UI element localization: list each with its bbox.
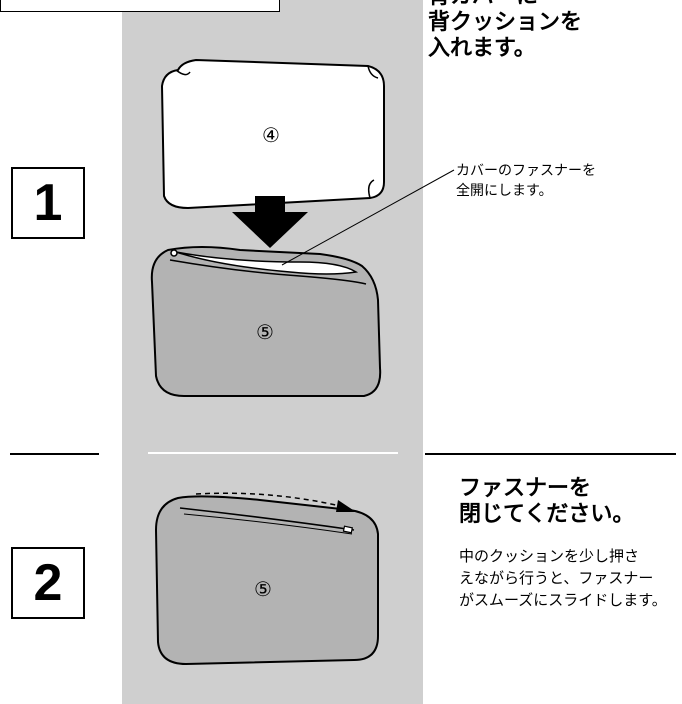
- zipper-direction-arrow-icon: [195, 492, 356, 512]
- zipper-callout-line: [281, 169, 455, 266]
- step-1-number: 1: [11, 167, 85, 239]
- header-box: [0, 0, 280, 12]
- divider-right: [425, 453, 676, 455]
- step-2-note-line-1: 中のクッションを少し押さ: [459, 547, 640, 565]
- step-1-note-line-2: 全開にします。: [456, 183, 553, 199]
- step-2-heading-line-1: ファスナーを: [459, 476, 592, 501]
- back-cushion-drawing: ④: [160, 58, 385, 210]
- open-cover-drawing: ⑤: [150, 246, 382, 397]
- insert-arrow-icon: [232, 196, 308, 248]
- step-1-heading: 背カバーに 背クッションを 入れます。: [428, 0, 582, 62]
- step-1-label: 1: [33, 174, 63, 232]
- cover-marker-top: ⑤: [256, 320, 274, 344]
- step-2-heading: ファスナーを 閉じてください。: [459, 476, 634, 528]
- step-1-heading-line-2: 背クッションを: [428, 10, 583, 35]
- step-1-heading-line-3: 入れます。: [428, 36, 536, 61]
- divider-left: [10, 453, 99, 455]
- cover-marker-bottom: ⑤: [254, 577, 272, 601]
- divider-middle: [148, 452, 398, 454]
- step-1-heading-line-1: 背カバーに: [428, 0, 582, 10]
- step-1-note: カバーのファスナーを 全開にします。: [456, 161, 596, 201]
- step-2-number: 2: [11, 547, 85, 619]
- cushion-marker: ④: [262, 123, 280, 147]
- step-2-heading-line-2: 閉じてください。: [459, 502, 635, 527]
- closed-cover-drawing: ⑤: [154, 495, 379, 666]
- step-2-note-line-3: がスムーズにスライドします。: [459, 591, 667, 609]
- step-2-label: 2: [33, 554, 63, 612]
- step-2-note: 中のクッションを少し押さ えながら行うと、ファスナー がスムーズにスライドします…: [459, 545, 667, 611]
- step-2-note-line-2: えながら行うと、ファスナー: [459, 569, 654, 587]
- step-1-note-line-1: カバーのファスナーを: [456, 163, 596, 179]
